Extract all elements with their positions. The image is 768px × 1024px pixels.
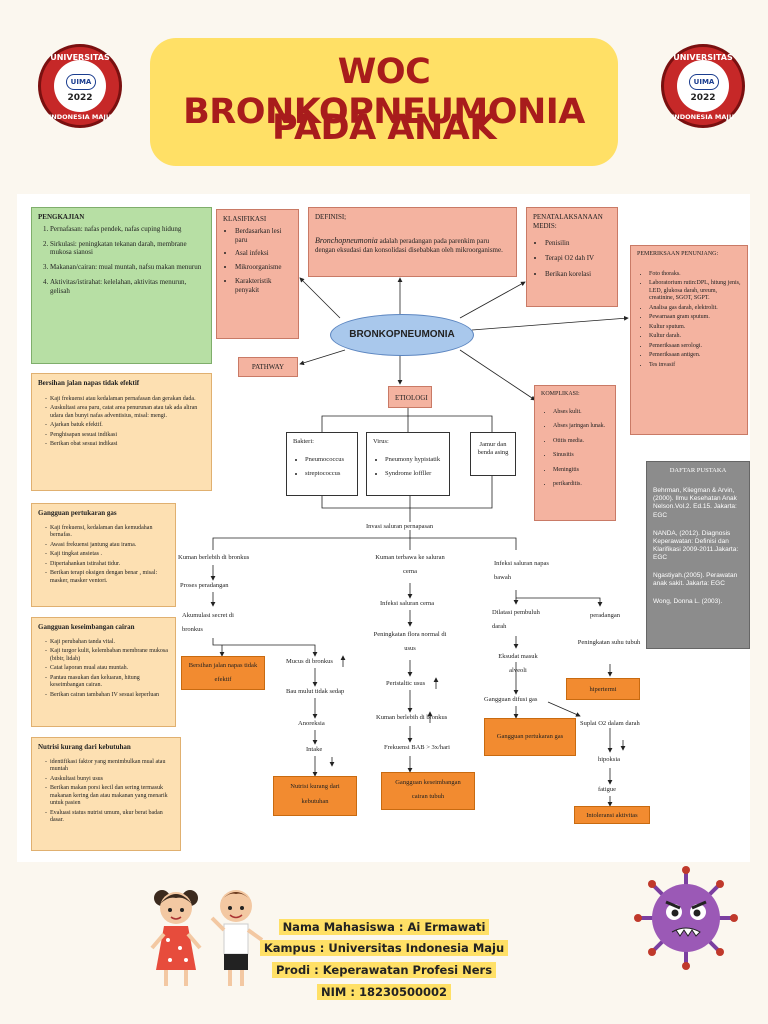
node-right-8: Peningkatan suhu tubuh bbox=[577, 639, 641, 646]
node-left-2: Akumulasi secret di bronkus bbox=[182, 612, 234, 633]
node-right-6: fatigue bbox=[598, 786, 617, 793]
daftar-pustaka-box: DAFTAR PUSTAKA Behrman, Kliegman & Arvin… bbox=[646, 461, 750, 649]
diagnosis-gas: Gangguan pertukaran gas bbox=[484, 718, 576, 756]
node-left-4: Bau mulut tidak sedap bbox=[286, 688, 345, 695]
penatalaksanaan-box: PENATALAKSANAAN MEDIS: Penisilin Terapi … bbox=[526, 207, 618, 307]
node-left-0: Kuman berlebih di bronkus bbox=[178, 554, 250, 561]
footer-prodi: Prodi : Keperawatan Profesi Ners bbox=[0, 962, 768, 978]
diagnosis-hipertermi: hipertermi bbox=[566, 678, 640, 700]
virus-box: Virus: Pneumony hypistatik Syndrome loff… bbox=[366, 432, 450, 496]
node-mid-1: Infeksi saluran cerna bbox=[380, 600, 435, 607]
nutrisi-box: Nutrisi kurang dari kebutuhan identifika… bbox=[31, 737, 181, 851]
pengkajian-box: PENGKAJIAN Pernafasan: nafas pendek, naf… bbox=[31, 207, 212, 364]
diagnosis-intoleransi: Intoleransi aktivitas bbox=[574, 806, 650, 824]
footer-nim: NIM : 18230500002 bbox=[0, 984, 768, 1000]
node-mid-4: Kuman berlebih di bronkus bbox=[376, 714, 448, 721]
node-right-1: Dilatasi pembuluh darah bbox=[492, 609, 540, 630]
pathway-box: PATHWAY bbox=[238, 357, 298, 377]
node-invasi: Invasi saluran pernapasan bbox=[366, 523, 434, 530]
node-right-7: peradangan bbox=[590, 612, 620, 619]
komplikasi-box: KOMPLIKASI: Abses kulit. Abses jaringan … bbox=[534, 385, 616, 521]
university-logo-left: UNIVERSITAS UIMA 2022 INDONESIA MAJU bbox=[38, 44, 122, 128]
center-node-bronkopneumonia: BRONKOPNEUMONIA bbox=[330, 314, 474, 356]
title-banner: WOC BRONKOPNEUMONIA PADA ANAK bbox=[150, 38, 618, 166]
bakteri-box: Bakteri: Pneumococcus streptococcus bbox=[286, 432, 358, 496]
node-left-6: Intake bbox=[306, 746, 323, 753]
pemeriksaan-box: PEMERIKSAAN PENUNJANG: Foto thoraks. Lab… bbox=[630, 245, 748, 435]
node-mid-2: Peningkatan flora normal di usus bbox=[373, 631, 447, 652]
etiologi-box: ETIOLOGI bbox=[388, 386, 432, 408]
bersihan-box: Bersihan jalan napas tidak efektif Kaji … bbox=[31, 373, 212, 491]
node-left-1: Proses peradangan bbox=[180, 582, 229, 589]
node-right-3: Gangguan difusi gas bbox=[484, 696, 538, 703]
pengkajian-list: Pernafasan: nafas pendek, nafas cuping h… bbox=[38, 225, 205, 296]
node-mid-3: Peristaltic usus bbox=[386, 680, 426, 687]
node-left-3: Mucus di bronkus bbox=[286, 658, 333, 665]
title-line-1: WOC BRONKOPNEUMONIA bbox=[183, 52, 585, 132]
node-mid-0: Kuman terbawa ke saluran cerna bbox=[375, 554, 445, 575]
title-line-2: PADA ANAK bbox=[272, 108, 496, 148]
klasifikasi-box: KLASIFIKASI Berdasarkan lesi paru Asal i… bbox=[216, 209, 299, 339]
definisi-box: DEFINISI; Bronchopneumonia adalah perada… bbox=[308, 207, 517, 277]
node-right-0: Infeksi saluran napas bawah bbox=[494, 560, 549, 581]
footer-nama: Nama Mahasiswa : Ai Ermawati bbox=[0, 919, 768, 935]
node-mid-5: Frekuensi BAB > 3x/hari bbox=[384, 744, 450, 751]
pertukaran-gas-box: Gangguan pertukaran gas Kaji frekuensi, … bbox=[31, 503, 176, 607]
node-right-4: Suplai O2 dalam darah bbox=[580, 720, 640, 727]
university-logo-right: UNIVERSITAS UIMA 2022 INDONESIA MAJU bbox=[661, 44, 745, 128]
diagnosis-bersihan: Bersihan jalan napas tidak efektif bbox=[181, 656, 265, 690]
jamur-box: Jamur dan benda asing bbox=[470, 432, 516, 476]
node-left-5: Anoreksia bbox=[298, 720, 325, 727]
virus-icon bbox=[634, 866, 738, 970]
kids-illustration bbox=[150, 890, 264, 986]
diagnosis-nutrisi: Nutrisi kurang dari kebutuhan bbox=[273, 776, 357, 816]
node-right-2: Eksudat masuk alveoli bbox=[498, 653, 538, 674]
diagnosis-cairan: Gangguan keseimbangan cairan tubuh bbox=[381, 772, 475, 810]
footer-kampus: Kampus : Universitas Indonesia Maju bbox=[0, 940, 768, 956]
node-right-5: hipoksia bbox=[598, 756, 621, 763]
keseimbangan-cairan-box: Gangguan keseimbangan cairan Kaji peruba… bbox=[31, 617, 176, 727]
